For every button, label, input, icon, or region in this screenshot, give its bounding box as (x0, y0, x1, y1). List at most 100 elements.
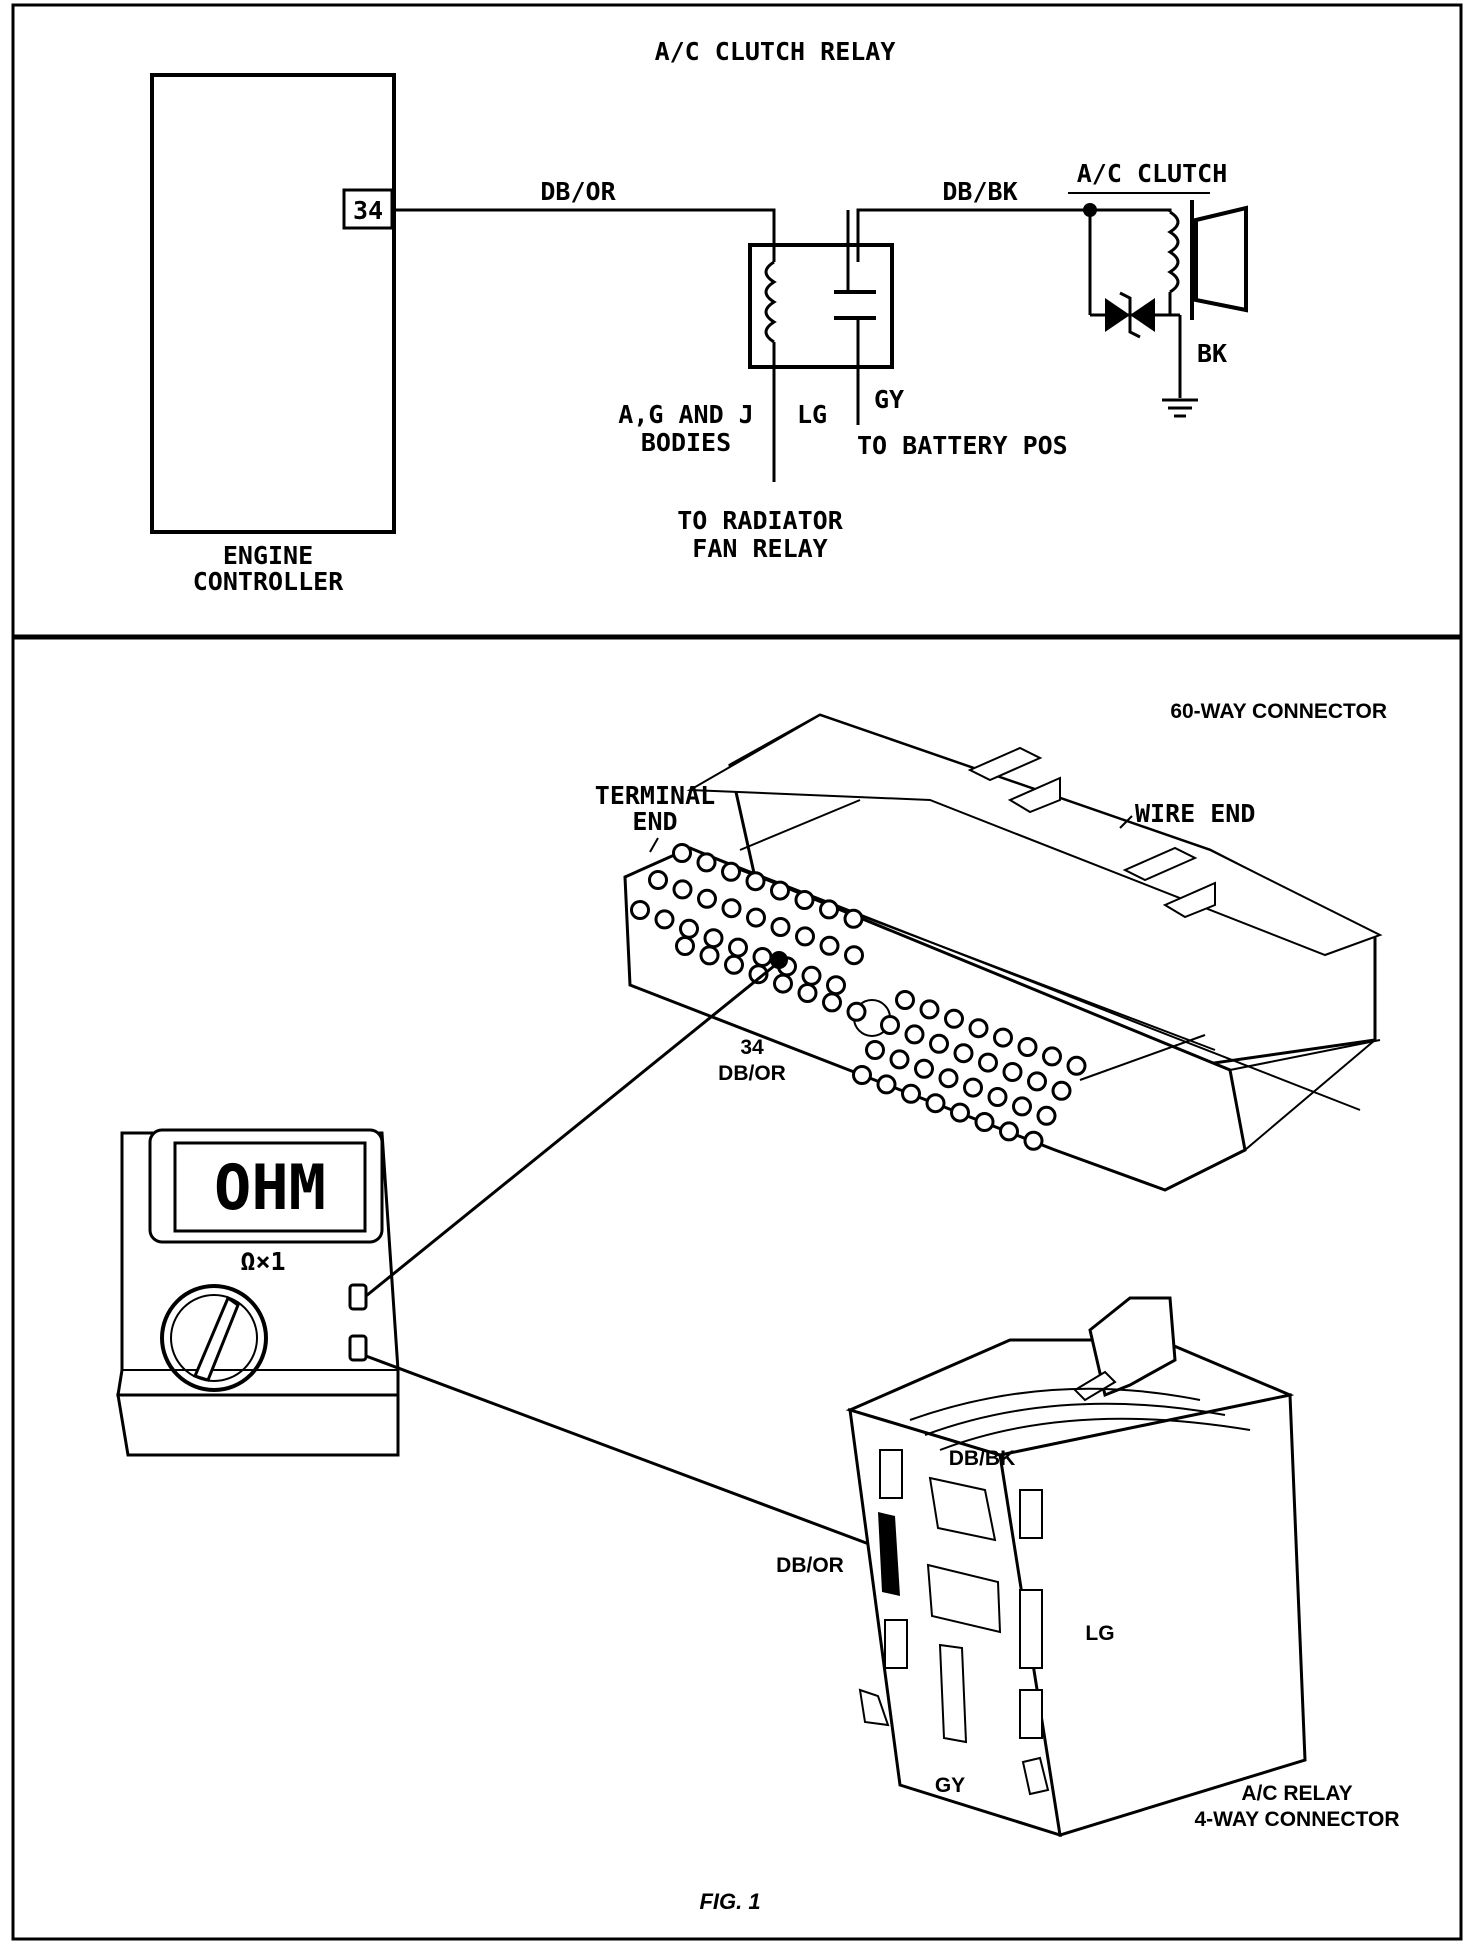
terminal-cavity (950, 1102, 970, 1123)
to-battery-label: TO BATTERY POS (857, 431, 1068, 460)
test-lead-to-relay (365, 1354, 886, 1552)
probe-jack-upper (348, 1283, 368, 1311)
terminal-cavity (699, 945, 720, 966)
terminal-cavity (1036, 1105, 1057, 1126)
clutch-pulley-icon (1194, 205, 1248, 313)
terminal-cavity (889, 1049, 910, 1070)
terminal-cavity (721, 861, 741, 882)
relay-connector-4-way (845, 1296, 1307, 1838)
terminal-cavity (1017, 1037, 1038, 1057)
ohmmeter-dial-inner (170, 1294, 258, 1382)
terminal-cavity (748, 964, 769, 985)
engine-controller-box (150, 73, 396, 534)
to-fan-relay-label-1: TO RADIATOR (677, 506, 844, 535)
relay-side-notch (1021, 1756, 1050, 1796)
clutch-feed-wire (1090, 208, 1172, 212)
wire-end-leader (1119, 815, 1133, 829)
terminal-cavity (703, 928, 724, 949)
terminal-cavity (968, 1018, 989, 1039)
ohmmeter-display (173, 1141, 367, 1233)
terminal-cavity (978, 1052, 998, 1073)
engine-controller-label-2: CONTROLLER (193, 567, 344, 596)
terminal-cavity (846, 1001, 867, 1022)
clutch-coil-icon (1167, 210, 1180, 294)
terminal-cavity (675, 936, 695, 956)
wire-db-bk (856, 208, 1090, 262)
terminal-cavity (679, 918, 699, 939)
terminal-cavity (745, 871, 766, 892)
terminal-cavity (795, 926, 815, 947)
terminal-cavity (1002, 1062, 1023, 1082)
relay-connector-latch (1088, 1296, 1177, 1398)
relay-top-ridge-2 (924, 1402, 1226, 1436)
terminal-end-label-1: TERMINAL (595, 781, 715, 810)
bodies-note-2: BODIES (641, 428, 731, 457)
relay-key-notch (858, 1688, 890, 1727)
diode-triangle-right (1130, 298, 1155, 332)
relay-side-cavity-2 (1019, 1589, 1043, 1669)
terminal-cavity (1042, 1046, 1062, 1067)
terminal-cavity (844, 945, 864, 966)
terminal-cavity (852, 1065, 872, 1085)
terminal-cavity (721, 898, 742, 919)
relay-cavity-2 (928, 1476, 997, 1542)
connector-60-pins (630, 843, 1087, 1151)
latch-tab-2 (1007, 776, 1061, 814)
terminal-cavity (1027, 1071, 1047, 1092)
terminal-cavity (826, 975, 846, 996)
diode-triangle-left (1105, 298, 1130, 332)
latch-tab-4 (1162, 881, 1216, 919)
diode-bar (1119, 291, 1141, 339)
wire-gy-label: GY (874, 385, 904, 414)
latch-tab-1 (967, 746, 1043, 782)
ohmmeter-range-label: Ω×1 (240, 1247, 285, 1276)
terminal-cavity (819, 935, 840, 956)
relay-wire-gy-label: GY (935, 1774, 965, 1797)
relay-cavity-4 (884, 1619, 908, 1669)
relay-wire-db-bk-label: DB/BK (949, 1447, 1016, 1470)
terminal-cavity (1012, 1096, 1032, 1117)
connector-60-bottom-edge (1244, 1039, 1376, 1151)
relay-cavity-3 (926, 1563, 1002, 1634)
probe-jack-lower (348, 1334, 368, 1362)
terminal-cavity (999, 1121, 1019, 1142)
terminal-cavity (938, 1068, 959, 1089)
relay-cavity-db-or (878, 1512, 900, 1596)
terminal-end-label-2: END (632, 807, 677, 836)
outer-frame (11, 3, 1463, 1941)
wiring-diagram-title: A/C CLUTCH RELAY (655, 37, 896, 66)
terminal-cavity (630, 900, 650, 920)
terminal-cavity (724, 954, 744, 975)
terminal-cavity (895, 990, 915, 1010)
connector-60-side-edge (1229, 1039, 1381, 1071)
relay-connector-title-2: 4-WAY CONNECTOR (1195, 1808, 1400, 1831)
terminal-cavity (880, 1015, 900, 1035)
terminal-cavity (963, 1077, 983, 1098)
wire-db-or-label: DB/OR (540, 177, 616, 206)
terminal-cavity (648, 870, 668, 890)
connector-60-slot-edge-1 (739, 799, 861, 851)
terminal-cavity (1066, 1055, 1087, 1076)
terminal-cavity (865, 1040, 885, 1060)
terminal-cavity (929, 1033, 949, 1054)
figure-caption: FIG. 1 (699, 1889, 760, 1914)
ohmmeter-dial-pointer (192, 1295, 240, 1382)
relay-top-ridge-3 (939, 1417, 1251, 1451)
terminal-cavity (1051, 1080, 1072, 1101)
engine-controller-label-1: ENGINE (223, 541, 313, 570)
terminal-cavity (993, 1027, 1013, 1048)
ohmmeter: OHM Ω×1 (116, 1128, 400, 1457)
connector-60-slot-edge-3 (1079, 1034, 1206, 1081)
terminal-cavity (728, 937, 748, 958)
relay-cavity-5 (938, 1643, 968, 1744)
connector-60-slot-edge-2 (739, 869, 1216, 1051)
terminal-cavity (904, 1024, 925, 1045)
wire-db-bk-label: DB/BK (942, 177, 1017, 206)
terminal-cavity (925, 1093, 946, 1114)
pin-callout-wire: DB/OR (718, 1062, 786, 1085)
ohmmeter-base (116, 1393, 400, 1457)
pin-callout-number: 34 (740, 1036, 764, 1059)
to-fan-relay-label-2: FAN RELAY (692, 534, 827, 563)
terminal-cavity (752, 947, 773, 967)
wire-end-label: WIRE END (1135, 799, 1255, 828)
